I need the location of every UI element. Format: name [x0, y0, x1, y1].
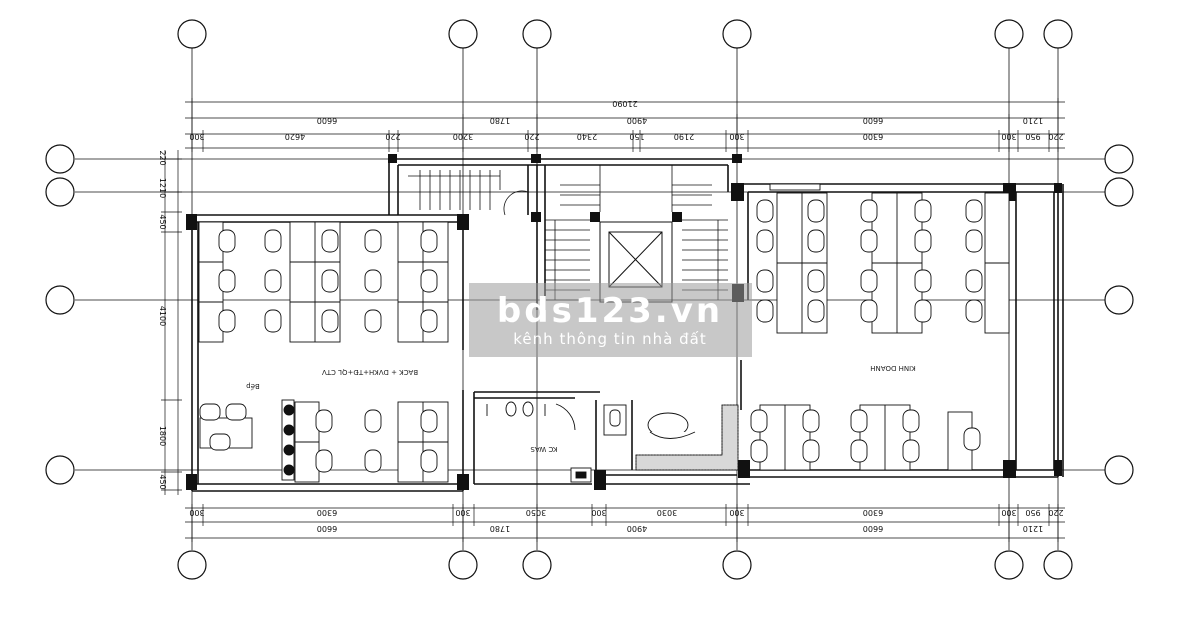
- bottom-dimensions: 300 6300 300 3050 300 3030 300 6300 300 …: [189, 508, 1063, 533]
- left-row-3: 450: [158, 214, 167, 229]
- top-detail-7: 150: [629, 132, 644, 141]
- top-detail-10: 6300: [863, 132, 883, 141]
- top-bay-5: 1210: [1023, 116, 1043, 125]
- top-detail-6: 2340: [577, 132, 597, 141]
- left-row-4: 4100: [158, 306, 167, 326]
- top-detail-1: 300: [189, 132, 204, 141]
- bottom-bay-5: 1210: [1023, 524, 1043, 533]
- top-dimensions: 21090 6600 1780 4900 6600 1210 300 4620 …: [189, 99, 1063, 141]
- top-detail-12: 950: [1025, 132, 1040, 141]
- top-bay-3: 4900: [627, 116, 647, 125]
- watermark-tagline: kênh thông tin nhà đất: [513, 330, 706, 348]
- west-office-desks: [198, 221, 449, 483]
- top-detail-2: 4620: [285, 132, 305, 141]
- overall-dimension: 21090: [612, 99, 637, 108]
- bottom-detail-5: 300: [591, 508, 606, 517]
- left-row-2: 1210: [158, 178, 167, 198]
- top-bay-4: 6600: [863, 116, 883, 125]
- pantry-counter: [635, 404, 739, 471]
- room-labels: BACK + DVKH+TĐ+QL CTV KINH DOANH KC WAS …: [246, 364, 916, 453]
- bottom-bay-4: 6600: [863, 524, 883, 533]
- watermark: bds123.vn kênh thông tin nhà đất: [469, 283, 752, 357]
- bottom-detail-11: 220: [1048, 508, 1063, 517]
- bottom-detail-7: 300: [729, 508, 744, 517]
- dimension-lines: [161, 98, 1065, 542]
- east-office-desks: [759, 183, 1010, 471]
- bottom-detail-9: 300: [1001, 508, 1016, 517]
- top-detail-13: 220: [1048, 132, 1063, 141]
- top-detail-8: 2190: [674, 132, 694, 141]
- left-row-6: 450: [158, 474, 167, 489]
- bottom-bay-1: 6600: [317, 524, 337, 533]
- bottom-detail-1: 300: [189, 508, 204, 517]
- watermark-band: [469, 283, 752, 357]
- left-row-1: 220: [158, 150, 167, 165]
- west-office-chairs: [199, 229, 438, 476]
- wc-fixtures: [486, 401, 696, 483]
- bottom-detail-2: 6300: [317, 508, 337, 517]
- east-office-chairs: [750, 199, 983, 463]
- staircase: [408, 165, 728, 301]
- grid-bubbles: [45, 19, 1134, 580]
- bottom-detail-4: 3050: [526, 508, 546, 517]
- bottom-detail-6: 3030: [657, 508, 677, 517]
- top-bay-1: 6600: [317, 116, 337, 125]
- top-bay-2: 1780: [490, 116, 510, 125]
- top-detail-9: 300: [729, 132, 744, 141]
- east-office-label: KINH DOANH: [870, 364, 915, 372]
- left-row-5: 1800: [158, 426, 167, 446]
- top-detail-11: 300: [1001, 132, 1016, 141]
- bottom-bay-3: 4900: [627, 524, 647, 533]
- kitchen-label: Bếp: [246, 382, 260, 390]
- left-dimensions: 220 1210 450 4100 1800 450: [158, 150, 167, 489]
- west-office-label: BACK + DVKH+TĐ+QL CTV: [322, 368, 418, 376]
- bottom-bay-2: 1780: [490, 524, 510, 533]
- wc-label: KC WAS: [530, 445, 558, 453]
- bottom-detail-8: 6300: [863, 508, 883, 517]
- top-detail-3: 220: [385, 132, 400, 141]
- bottom-detail-3: 300: [455, 508, 470, 517]
- top-detail-4: 3200: [453, 132, 473, 141]
- watermark-brand: bds123.vn: [497, 291, 723, 331]
- top-detail-5: 220: [524, 132, 539, 141]
- bottom-detail-10: 950: [1025, 508, 1040, 517]
